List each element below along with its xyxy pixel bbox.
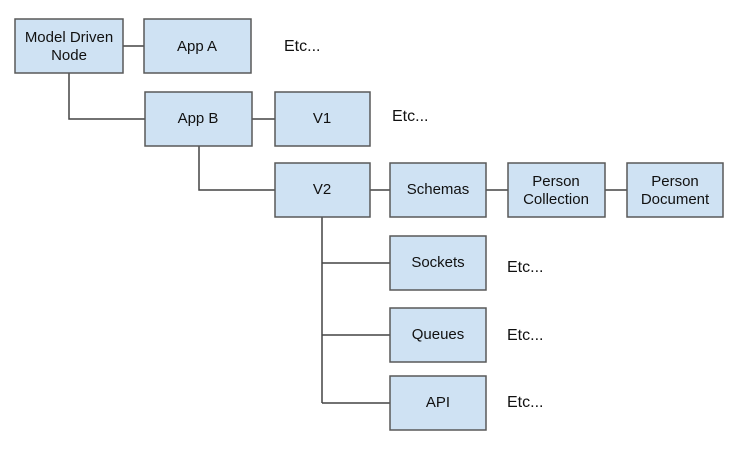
node-person-document: Person Document [626, 162, 724, 218]
node-api: API [389, 375, 487, 431]
node-label-model-driven-line2: Node [51, 47, 87, 64]
node-v1: V1 [274, 91, 371, 147]
etc-label-sockets: Etc... [507, 259, 543, 276]
node-v2: V2 [274, 162, 371, 218]
node-label-schemas: Schemas [407, 181, 470, 198]
etc-label-v1: Etc... [392, 108, 428, 125]
node-model-driven-node: Model Driven Node [14, 18, 124, 74]
node-schemas: Schemas [389, 162, 487, 218]
node-person-collection: Person Collection [507, 162, 606, 218]
node-label-api: API [426, 394, 450, 411]
node-app-a: App A [143, 18, 252, 74]
node-label-sockets: Sockets [411, 254, 464, 271]
node-label-queues: Queues [412, 326, 465, 343]
node-label-v1: V1 [313, 110, 331, 127]
node-label-person-collection-line1: Person [532, 173, 580, 190]
node-label-person-collection-line2: Collection [523, 191, 589, 208]
node-sockets: Sockets [389, 235, 487, 291]
node-label-model-driven-line1: Model Driven [25, 29, 113, 46]
connector-root-app-b [68, 73, 145, 120]
node-label-app-a: App A [177, 38, 217, 55]
node-label-v2: V2 [313, 181, 331, 198]
connector-app-b-v2 [198, 146, 275, 191]
node-label-app-b: App B [178, 110, 219, 127]
node-app-b: App B [144, 91, 253, 147]
etc-label-api: Etc... [507, 394, 543, 411]
node-label-person-document-line2: Document [641, 191, 710, 208]
connectors [68, 45, 627, 404]
etc-label-app-a: Etc... [284, 38, 320, 55]
node-label-person-document-line1: Person [651, 173, 699, 190]
etc-label-queues: Etc... [507, 327, 543, 344]
node-queues: Queues [389, 307, 487, 363]
